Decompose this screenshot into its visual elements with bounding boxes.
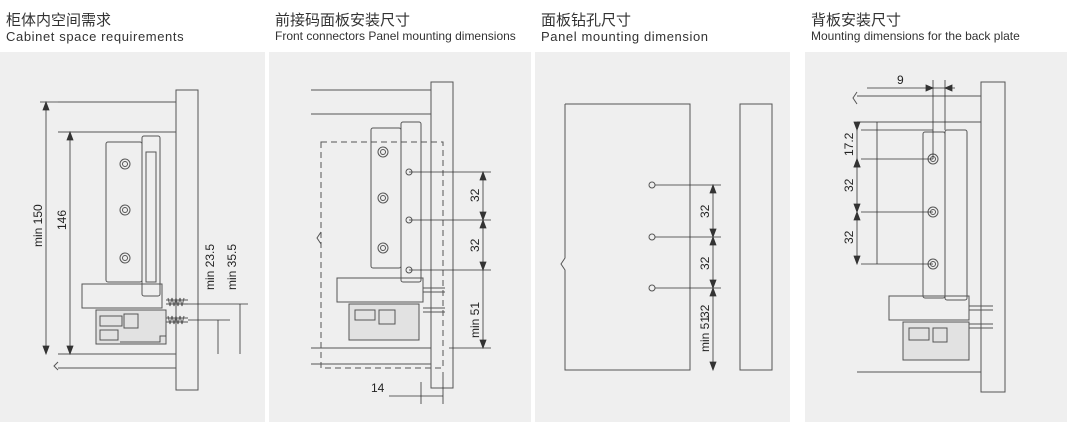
drawing-area: 9 17.2 32 32 [805, 52, 1067, 422]
panel-title-en: Mounting dimensions for the back plate [811, 29, 1020, 43]
panel-title-cn: 柜体内空间需求 [6, 12, 112, 29]
dim-32-b: 32 [842, 230, 856, 244]
panel-title-en: Panel mounting dimension [541, 29, 709, 44]
panel-back-plate: 背板安装尺寸 Mounting dimensions for the back … [805, 0, 1067, 430]
dim-32-a: 32 [468, 188, 482, 202]
dim-9: 9 [897, 73, 904, 87]
panel-cabinet-space: 柜体内空间需求 Cabinet space requirements [0, 0, 265, 430]
back-plate-drawing: 9 17.2 32 32 [842, 73, 1006, 393]
drilling-drawing: 32 32 32 min 51 [560, 103, 773, 372]
dim-min355: min 35.5 [225, 244, 239, 290]
dim-32-b: 32 [698, 256, 712, 270]
panel-header: 面板钻孔尺寸 Panel mounting dimension [535, 0, 790, 47]
panel-title-cn: 面板钻孔尺寸 [541, 12, 632, 29]
panel-front-connectors: 前接码面板安装尺寸 Front connectors Panel mountin… [269, 0, 531, 430]
drawing-area: min 150 146 min 23.5 min 35.5 [0, 52, 265, 422]
dim-min51: min 51 [468, 302, 482, 338]
dim-min150: min 150 [31, 204, 45, 247]
panel-title-en: Front connectors Panel mounting dimensio… [275, 29, 516, 43]
panel-header: 前接码面板安装尺寸 Front connectors Panel mountin… [269, 0, 531, 47]
cabinet-space-drawing: min 150 146 min 23.5 min 35.5 [31, 89, 248, 391]
drawing-area: 32 32 32 min 51 [535, 52, 790, 422]
dim-17-2: 17.2 [842, 132, 856, 156]
panel-title-en: Cabinet space requirements [6, 29, 185, 44]
dim-32-c: 32 [698, 304, 712, 318]
dim-32-a: 32 [842, 178, 856, 192]
front-connector-drawing: 32 32 min 51 14 [311, 81, 491, 404]
drawing-area: 32 32 min 51 14 [269, 52, 531, 422]
dim-32-b: 32 [468, 238, 482, 252]
dim-146: 146 [55, 210, 69, 230]
dim-min235: min 23.5 [203, 244, 217, 290]
panel-title-cn: 前接码面板安装尺寸 [275, 12, 411, 29]
panel-header: 柜体内空间需求 Cabinet space requirements [0, 0, 265, 47]
dim-min51: min 51 [698, 316, 712, 352]
panel-title-cn: 背板安装尺寸 [811, 12, 902, 29]
panel-drilling: 面板钻孔尺寸 Panel mounting dimension [535, 0, 790, 430]
dim-14: 14 [371, 381, 385, 395]
dim-32-a: 32 [698, 204, 712, 218]
panel-header: 背板安装尺寸 Mounting dimensions for the back … [805, 0, 1067, 47]
